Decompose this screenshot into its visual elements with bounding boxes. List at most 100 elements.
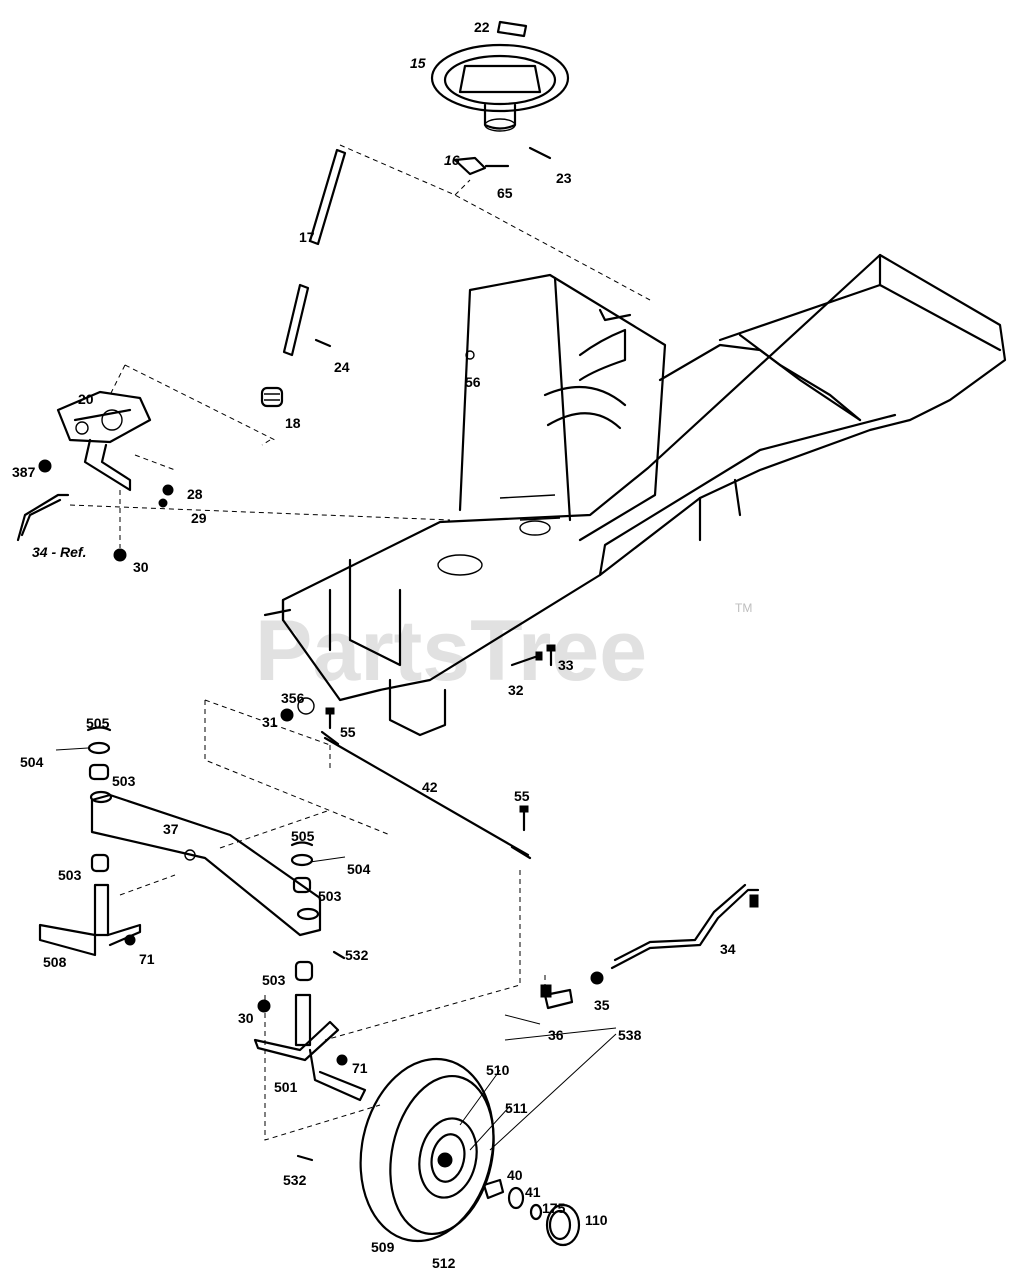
- callout-532: 532: [345, 947, 369, 963]
- callout-387: 387: [12, 464, 36, 480]
- grease-fitting-532-upper: [332, 950, 346, 960]
- wheel-assembly-538: [359, 1057, 495, 1243]
- callout-532: 532: [283, 1172, 307, 1188]
- callout-504: 504: [20, 754, 44, 770]
- steering-shaft-17: [308, 148, 347, 246]
- callout-41: 41: [525, 1184, 541, 1200]
- front-axle-37: [89, 790, 322, 937]
- callout-504: 504: [347, 861, 371, 877]
- callout-538: 538: [618, 1027, 642, 1043]
- clip-175: [529, 1203, 543, 1221]
- callout-512: 512: [432, 1255, 456, 1271]
- callout-501: 501: [274, 1079, 298, 1095]
- steering-cap-22: [496, 20, 528, 38]
- washer-504-left: [87, 741, 111, 755]
- washer-29: [158, 498, 168, 508]
- bolt-387: [38, 459, 52, 473]
- bushing-503-right-bottom: [294, 960, 314, 982]
- callout-15: 15: [410, 55, 426, 71]
- callout-110: 110: [585, 1212, 608, 1228]
- callout-37: 37: [163, 821, 179, 837]
- callout-56: 56: [465, 374, 481, 390]
- steering-shaft-lower: [282, 283, 332, 357]
- callout-24: 24: [334, 359, 350, 375]
- callout-55: 55: [514, 788, 530, 804]
- nut-30-upper: [113, 548, 127, 562]
- callout-31: 31: [262, 714, 278, 730]
- watermark: PartsTree TM: [255, 601, 752, 699]
- callout-29: 29: [191, 510, 207, 526]
- callout-356: 356: [281, 690, 305, 706]
- nut-28: [162, 484, 174, 496]
- bolt-55-lower: [519, 805, 529, 832]
- watermark-trademark: TM: [735, 601, 752, 615]
- ball-joint-36: [540, 984, 574, 1010]
- tie-rod-42: [320, 730, 532, 860]
- bolt-33: [546, 644, 556, 667]
- spindle-508: [38, 883, 142, 957]
- nut-71-right: [336, 1054, 348, 1066]
- bolt-32: [510, 651, 543, 667]
- nut-71-left: [124, 934, 136, 946]
- steering-gear-assembly-20: [56, 390, 152, 492]
- washer-41: [507, 1186, 525, 1210]
- callout-35: 35: [594, 997, 610, 1013]
- callout-71: 71: [352, 1060, 368, 1076]
- steering-adapter-16: [453, 156, 510, 176]
- spindle-501: [253, 993, 367, 1102]
- callout-503: 503: [58, 867, 82, 883]
- callout-34: 34: [720, 941, 736, 957]
- callout-503: 503: [318, 888, 342, 904]
- callout-16: 16: [444, 152, 460, 168]
- callout-509: 509: [371, 1239, 395, 1255]
- steering-wheel: [430, 43, 570, 132]
- callout-23: 23: [556, 170, 572, 186]
- callout-65: 65: [497, 185, 513, 201]
- nut-31: [280, 708, 294, 722]
- callout-510: 510: [486, 1062, 510, 1078]
- callout-505: 505: [86, 715, 110, 731]
- callout-30: 30: [133, 559, 149, 575]
- callout-40: 40: [507, 1167, 523, 1183]
- washer-504-right: [290, 853, 314, 867]
- bolt-55-upper: [325, 707, 335, 730]
- nut-35: [590, 971, 604, 985]
- drag-link-ref: [16, 493, 70, 542]
- nut-30-lower: [257, 999, 271, 1013]
- drag-link-34: [610, 883, 760, 970]
- callout-36: 36: [548, 1027, 564, 1043]
- callout-28: 28: [187, 486, 203, 502]
- callout-30: 30: [238, 1010, 254, 1026]
- washer-40: [482, 1178, 505, 1200]
- washer-356: [297, 697, 315, 715]
- callout-33: 33: [558, 657, 574, 673]
- hub-cap-110: [545, 1203, 581, 1247]
- callout-71: 71: [139, 951, 155, 967]
- callout-508: 508: [43, 954, 67, 970]
- callout-34-ref-: 34 - Ref.: [32, 544, 86, 560]
- tractor-frame: [263, 253, 1007, 737]
- callout-22: 22: [474, 19, 490, 35]
- nut-56: [465, 350, 475, 360]
- callout-505: 505: [291, 828, 315, 844]
- clip-505-left: [86, 726, 112, 732]
- callout-20: 20: [78, 391, 94, 407]
- callout-17: 17: [299, 229, 315, 245]
- callout-42: 42: [422, 779, 438, 795]
- callout-175: 175: [542, 1200, 566, 1216]
- clip-505-right: [290, 841, 314, 847]
- roll-pin-23: [528, 146, 552, 160]
- watermark-text: PartsTree: [255, 603, 647, 699]
- callout-labels: 22 15 16 65 23 17 24 56 18 20 387 28 29 34 - Ref. 30 33…: [12, 19, 736, 1271]
- grease-fitting-532-lower: [296, 1154, 314, 1162]
- callout-55: 55: [340, 724, 356, 740]
- bushing-503-right-top: [292, 876, 312, 894]
- callout-511: 511: [505, 1100, 528, 1116]
- callout-18: 18: [285, 415, 301, 431]
- bushing-18: [260, 386, 284, 408]
- callout-503: 503: [112, 773, 136, 789]
- bushing-503-left-bottom: [90, 853, 110, 873]
- bushing-503-left-top: [88, 763, 110, 781]
